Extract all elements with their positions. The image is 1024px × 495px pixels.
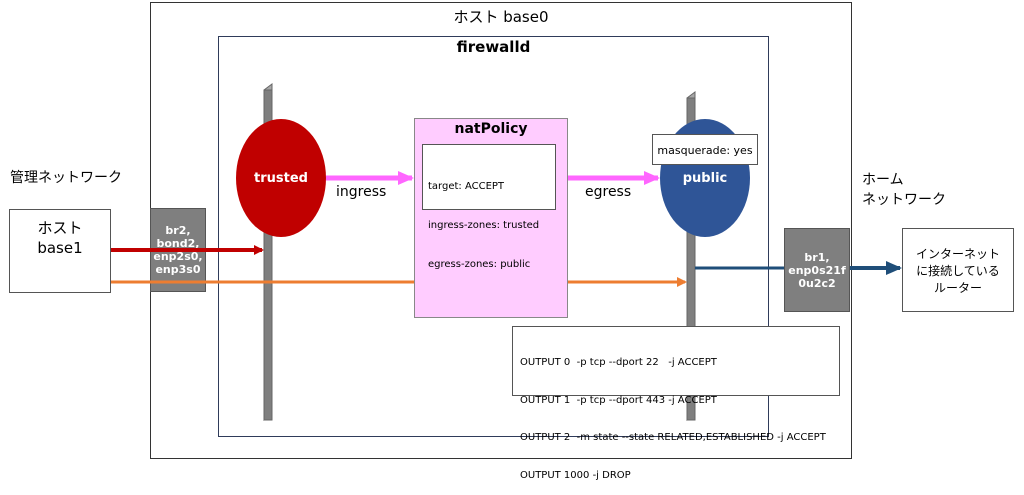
output-rules: OUTPUT 0 -p tcp --dport 22 -j ACCEPT OUT… <box>520 332 826 495</box>
nat-policy-egress-zones: egress-zones: public <box>428 259 531 270</box>
right-nic-box: br1, enp0s21f 0u2c2 <box>784 228 850 312</box>
output-rule: OUTPUT 1 -p tcp --dport 443 -j ACCEPT <box>520 394 717 406</box>
firewalld-frame <box>218 36 769 437</box>
nat-policy-target: target: ACCEPT <box>428 181 505 192</box>
firewalld-title: firewalld <box>456 38 531 56</box>
trusted-zone-label: trusted <box>254 171 308 186</box>
host-base1-label: ホスト base1 <box>37 219 83 257</box>
output-rule: OUTPUT 2 -m state --state RELATED,ESTABL… <box>520 432 826 443</box>
public-zone-label: public <box>682 171 728 186</box>
masquerade-label: masquerade: yes <box>657 144 753 157</box>
output-rule: OUTPUT 0 -p tcp --dport 22 -j ACCEPT <box>520 357 717 368</box>
trusted-zone <box>236 119 326 237</box>
home-network-label: ホーム ネットワーク <box>862 172 946 208</box>
left-nic-box: br2, bond2, enp2s0, enp3s0 <box>150 208 206 292</box>
egress-label: egress <box>585 184 632 200</box>
router-label: インターネット に接続している ルーター <box>915 247 1000 295</box>
output-rules-box <box>512 326 840 396</box>
management-network-label: 管理ネットワーク <box>10 170 122 186</box>
host-base0-title: ホスト base0 <box>453 8 549 26</box>
nat-policy-details: target: ACCEPT ingress-zones: trusted eg… <box>428 154 539 284</box>
ingress-label: ingress <box>336 184 387 200</box>
nat-policy-ingress-zones: ingress-zones: trusted <box>428 220 540 231</box>
host-base1-box <box>9 209 111 293</box>
router-box <box>902 228 1014 312</box>
nat-policy-title: natPolicy <box>454 121 528 137</box>
nat-policy-detail-box <box>422 144 556 210</box>
masquerade-box <box>652 134 758 165</box>
output-rule: OUTPUT 1000 -j DROP <box>520 469 631 481</box>
